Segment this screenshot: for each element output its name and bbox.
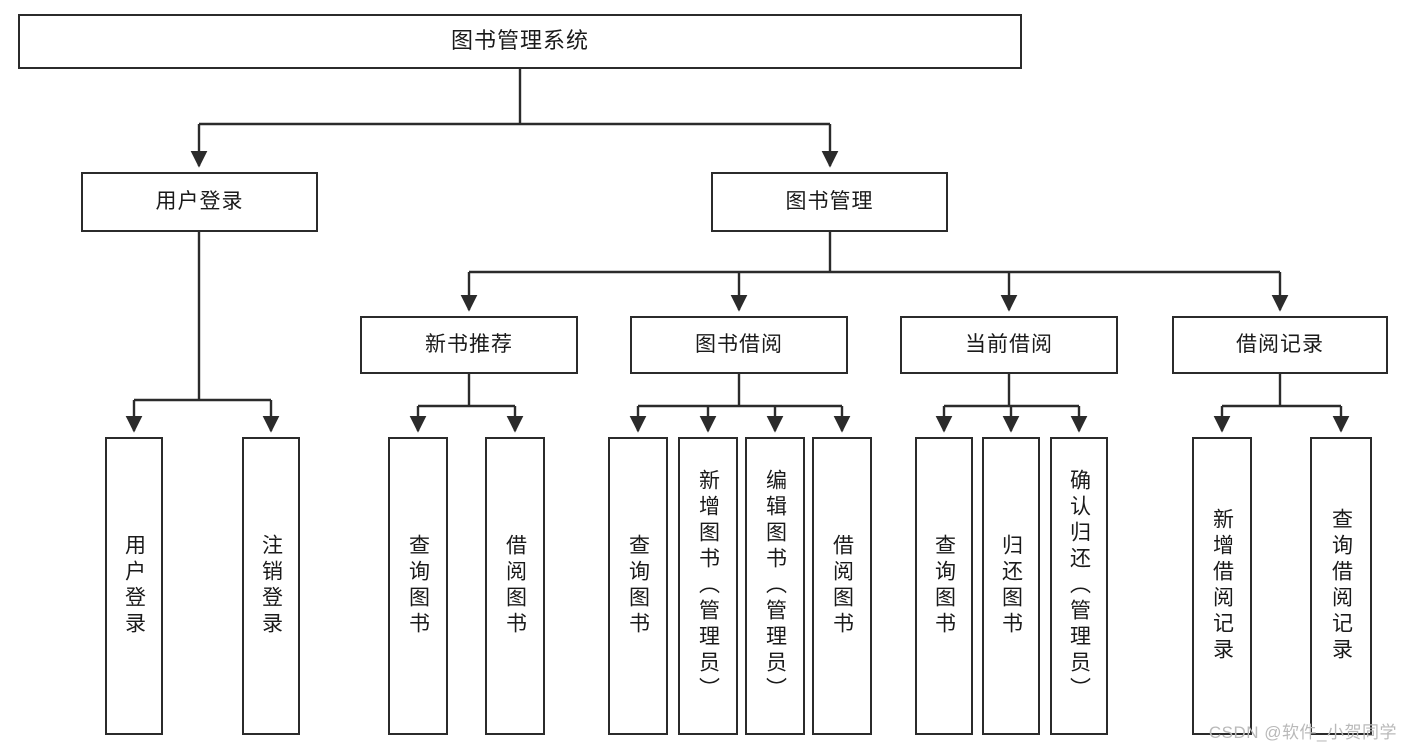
leaf-query-book-nb-label: 查询图书	[406, 534, 430, 638]
node-borrow-record[interactable]: 借阅记录	[1172, 316, 1388, 374]
leaf-return-book[interactable]: 归还图书	[982, 437, 1040, 735]
leaf-add-book-admin-label: 新增图书（管理员）	[696, 469, 720, 703]
node-book-borrow-label: 图书借阅	[695, 333, 783, 357]
leaf-query-book-cb[interactable]: 查询图书	[915, 437, 973, 735]
leaf-edit-book-admin[interactable]: 编辑图书（管理员）	[745, 437, 805, 735]
node-user-login[interactable]: 用户登录	[81, 172, 318, 232]
leaf-confirm-return-admin-label: 确认归还（管理员）	[1067, 469, 1091, 703]
leaf-query-book-nb[interactable]: 查询图书	[388, 437, 448, 735]
leaf-borrow-book-bb[interactable]: 借阅图书	[812, 437, 872, 735]
leaf-user-login-label: 用户登录	[122, 534, 146, 638]
leaf-logout-label: 注销登录	[259, 534, 283, 638]
leaf-edit-book-admin-label: 编辑图书（管理员）	[763, 469, 787, 703]
leaf-return-book-label: 归还图书	[999, 534, 1023, 638]
leaf-query-book-bb-label: 查询图书	[626, 534, 650, 638]
node-book-management-label: 图书管理	[785, 190, 874, 214]
leaf-borrow-book-nb-label: 借阅图书	[503, 534, 527, 638]
leaf-borrow-book-bb-label: 借阅图书	[830, 534, 854, 638]
leaf-query-borrow-record-label: 查询借阅记录	[1329, 508, 1353, 664]
node-book-borrow[interactable]: 图书借阅	[630, 316, 848, 374]
node-borrow-record-label: 借阅记录	[1236, 333, 1324, 357]
leaf-add-borrow-record-label: 新增借阅记录	[1210, 508, 1234, 664]
node-root[interactable]: 图书管理系统	[18, 14, 1022, 69]
node-root-label: 图书管理系统	[450, 28, 589, 54]
leaf-confirm-return-admin[interactable]: 确认归还（管理员）	[1050, 437, 1108, 735]
leaf-add-borrow-record[interactable]: 新增借阅记录	[1192, 437, 1252, 735]
node-current-borrow-label: 当前借阅	[965, 333, 1053, 357]
node-new-book-recommend-label: 新书推荐	[425, 333, 513, 357]
leaf-logout[interactable]: 注销登录	[242, 437, 300, 735]
leaf-query-book-bb[interactable]: 查询图书	[608, 437, 668, 735]
node-new-book-recommend[interactable]: 新书推荐	[360, 316, 578, 374]
watermark-text: CSDN @软件_小贺同学	[1208, 723, 1397, 742]
node-current-borrow[interactable]: 当前借阅	[900, 316, 1118, 374]
leaf-borrow-book-nb[interactable]: 借阅图书	[485, 437, 545, 735]
leaf-query-borrow-record[interactable]: 查询借阅记录	[1310, 437, 1372, 735]
node-book-management[interactable]: 图书管理	[711, 172, 948, 232]
leaf-add-book-admin[interactable]: 新增图书（管理员）	[678, 437, 738, 735]
node-user-login-label: 用户登录	[155, 190, 244, 214]
leaf-query-book-cb-label: 查询图书	[932, 534, 956, 638]
leaf-user-login[interactable]: 用户登录	[105, 437, 163, 735]
